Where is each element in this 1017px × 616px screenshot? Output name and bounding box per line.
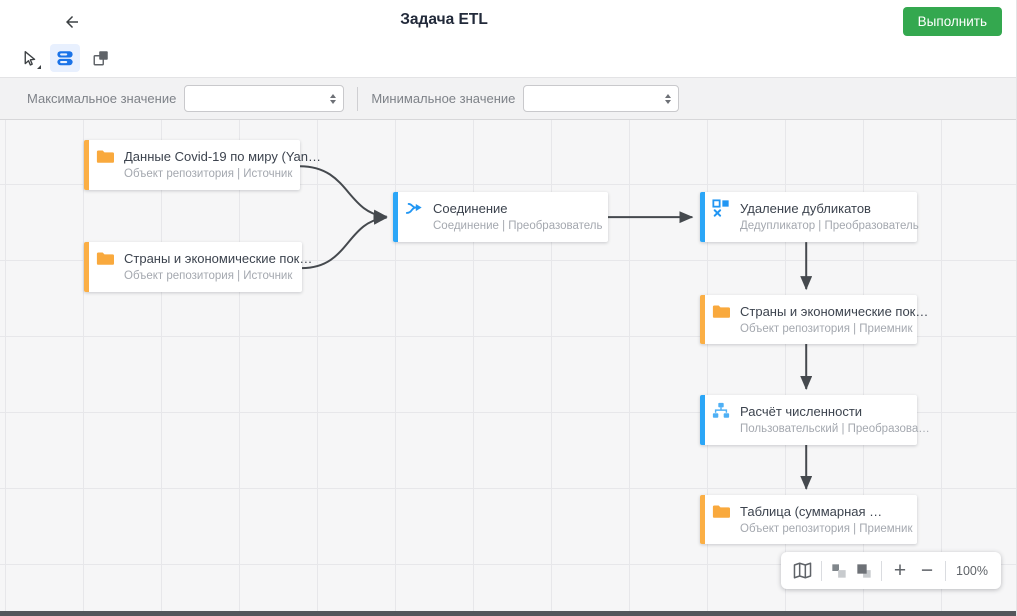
folder-icon [96, 147, 114, 165]
node-subtitle: Объект репозитория | Приемник [740, 323, 913, 335]
max-value-input[interactable] [185, 86, 344, 111]
node-source-countries[interactable]: Страны и экономические пок… Объект репоз… [84, 242, 312, 292]
node-subtitle: Дедупликатор | Преобразователь [740, 220, 919, 232]
node-title: Расчёт численности [740, 403, 863, 419]
node-subtitle: Объект репозитория | Источник [124, 270, 293, 282]
node-subtitle: Объект репозитория | Источник [124, 168, 293, 180]
min-value-input-wrap [523, 85, 680, 112]
filter-divider [357, 86, 359, 111]
minimap-button[interactable] [793, 562, 812, 579]
bring-to-front-tool-button[interactable] [86, 44, 116, 72]
pointer-icon [24, 50, 35, 66]
canvas-toolbar [14, 44, 116, 72]
bottom-scrollbar[interactable] [0, 611, 1016, 616]
filter-bar: Максимальное значение Минимальное значен… [0, 78, 1016, 120]
sitemap-icon [712, 402, 730, 420]
zoom-in-button[interactable]: + [893, 559, 907, 582]
min-value-input[interactable] [524, 86, 679, 111]
divider [821, 560, 822, 581]
node-sink-table[interactable]: Таблица (суммарная … Объект репозитория … [700, 495, 917, 544]
node-title: Таблица (суммарная … [740, 503, 883, 519]
folder-icon [712, 302, 730, 320]
stepper-down-icon [330, 99, 337, 104]
send-backward-button[interactable] [831, 563, 847, 579]
node-title: Страны и экономические пок… [124, 250, 313, 266]
bring-forward-icon [857, 563, 871, 578]
max-value-stepper[interactable] [330, 93, 337, 104]
join-arrow-icon [405, 199, 423, 217]
node-subtitle: Соединение | Преобразователь [433, 220, 603, 232]
min-value-label: Минимальное значение [371, 91, 516, 106]
node-deduplicate[interactable]: Удаление дубликатов Дедупликатор | Преоб… [700, 192, 919, 242]
node-title: Соединение [433, 200, 508, 216]
flow-canvas[interactable]: Данные Covid-19 по миру (Yan… Объект реп… [0, 120, 1016, 611]
node-source-covid-data[interactable]: Данные Covid-19 по миру (Yan… Объект реп… [84, 140, 321, 190]
canvas-view-controls: + − 100% [781, 552, 1001, 589]
flow-select-tool-button[interactable] [50, 44, 80, 72]
back-button[interactable] [58, 8, 86, 36]
bring-forward-button[interactable] [856, 563, 872, 579]
edge-source1-to-join [299, 165, 388, 222]
node-title: Страны и экономические пок… [740, 303, 929, 319]
pointer-tool-button[interactable] [14, 44, 44, 72]
header: Задача ETL Выполнить [0, 0, 1016, 78]
node-title: Данные Covid-19 по миру (Yan… [124, 148, 321, 164]
run-button[interactable]: Выполнить [902, 7, 1002, 36]
node-population-calc[interactable]: Расчёт численности Пользовательский | Пр… [700, 395, 930, 445]
map-icon [793, 562, 812, 579]
bring-to-front-icon [93, 51, 108, 66]
stepper-up-icon [665, 93, 672, 98]
zoom-out-button[interactable]: − [920, 559, 934, 582]
folder-icon [712, 502, 730, 520]
node-title: Удаление дубликатов [740, 200, 871, 216]
folder-icon [96, 249, 114, 267]
divider [881, 560, 882, 581]
max-value-label: Максимальное значение [27, 91, 177, 106]
edge-source2-to-join [301, 212, 388, 270]
node-sink-countries[interactable]: Страны и экономические пок… Объект репоз… [700, 295, 928, 344]
node-subtitle: Пользовательский | Преобразова… [740, 423, 930, 435]
send-backward-icon [832, 563, 846, 578]
min-value-stepper[interactable] [665, 93, 672, 104]
node-join[interactable]: Соединение Соединение | Преобразователь [393, 192, 608, 242]
deduplicate-icon [712, 199, 730, 217]
header-top-row: Задача ETL Выполнить [0, 0, 1016, 42]
flow-select-icon [57, 51, 73, 66]
arrow-left-icon [66, 16, 78, 28]
tool-dropdown-caret [37, 65, 41, 69]
stepper-up-icon [330, 93, 337, 98]
max-value-input-wrap [184, 85, 345, 112]
node-subtitle: Объект репозитория | Приемник [740, 523, 913, 535]
divider [945, 560, 946, 581]
zoom-level: 100% [956, 563, 988, 578]
stepper-down-icon [665, 99, 672, 104]
page-title: Задача ETL [400, 11, 488, 28]
